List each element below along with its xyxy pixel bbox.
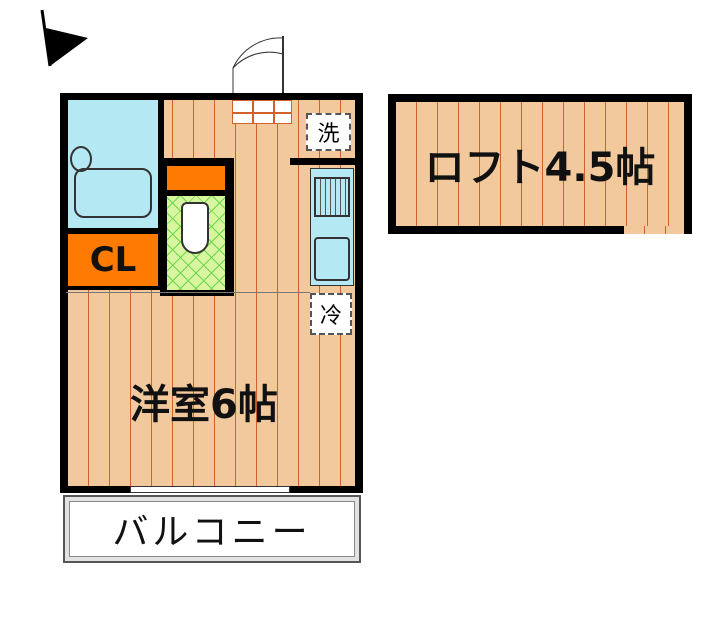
bathroom [68,100,164,234]
sink [70,146,92,172]
room-divider [66,292,310,294]
loft: ロフト4.5帖 [396,102,684,226]
closet-label: CL [89,240,137,280]
kitchen-counter [310,168,354,286]
western-room-label: 洋室6帖 [130,382,278,428]
loft-ladder-opening [624,226,684,234]
entrance-door[interactable] [225,30,295,98]
washer-label: 洗 [317,122,340,147]
kitchen-sink-icon [314,237,350,281]
toilet-room [167,196,225,290]
stove-icon [314,177,350,217]
balcony-label: バルコニー [112,512,312,553]
storage-shelf [167,166,225,190]
bathtub [74,168,152,218]
toilet-icon [181,202,209,254]
balcony: バルコニー [63,495,361,563]
fridge-space: 冷 [310,293,352,335]
fridge-label: 冷 [319,304,342,329]
entrance-tiles [232,100,292,124]
kitchen-wall [290,158,356,165]
north-arrow-icon [40,9,88,67]
loft-label: ロフト4.5帖 [424,145,656,191]
washer-space: 洗 [306,113,351,151]
closet: CL [68,234,164,290]
balcony-window[interactable] [130,486,290,493]
